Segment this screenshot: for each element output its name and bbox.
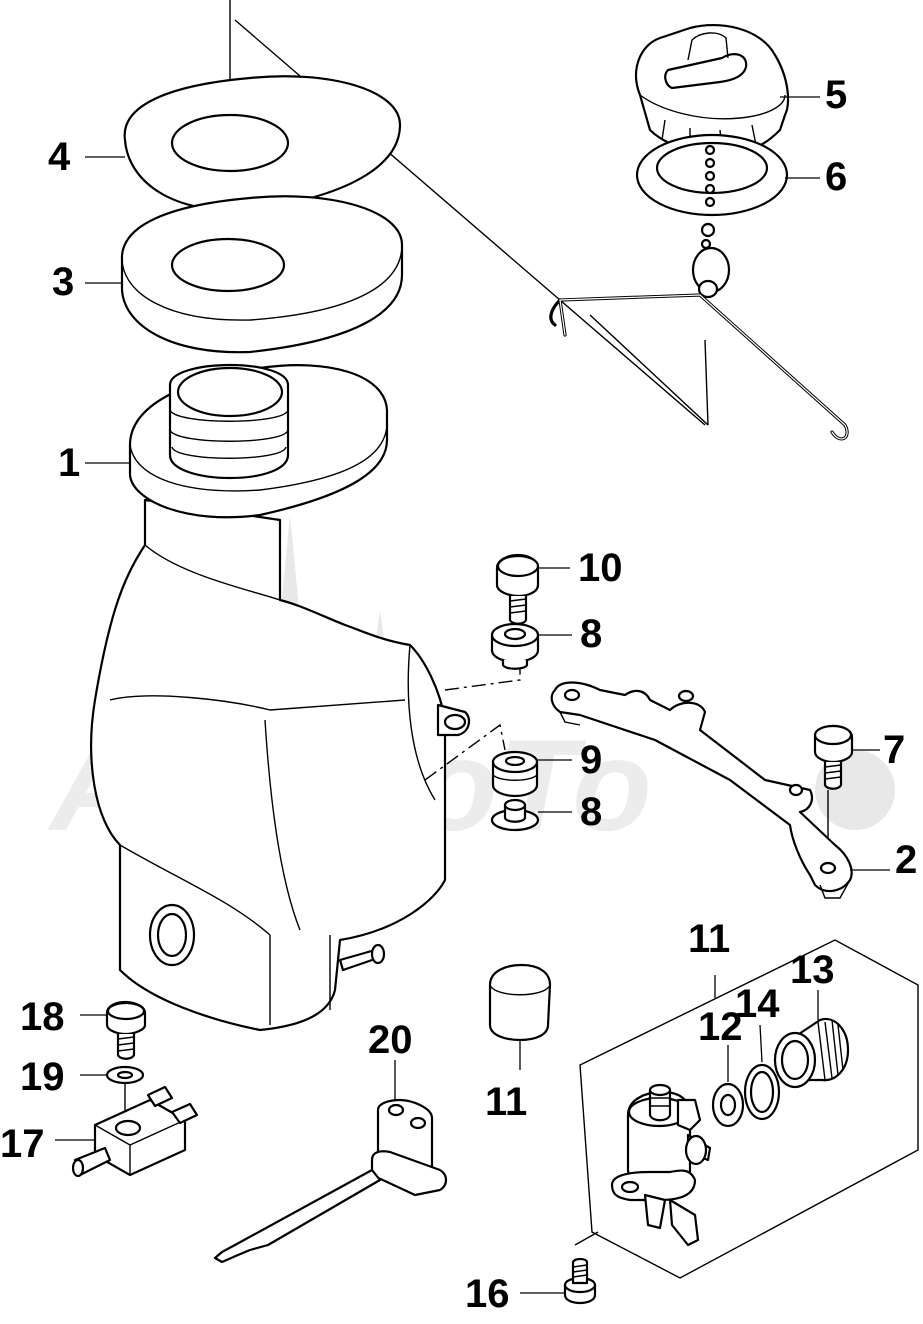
callout-7: 7 [883,728,905,772]
mount-line-lower [424,723,506,781]
part-4-gasket [123,75,402,212]
mount-line-upper [444,650,521,691]
callout-labels: 4 3 1 5 6 10 8 9 8 7 2 11 13 14 12 11 20… [0,73,917,1316]
part-16-screw [563,1257,597,1305]
part-3-seal [120,195,404,354]
callout-13: 12 [698,1005,743,1049]
callout-2: 2 [895,838,917,882]
callout-1: 1 [58,441,80,485]
callout-15: 14 [735,982,780,1026]
part-17-fuel-sensor [71,1085,199,1178]
part-7-bolt [813,724,854,790]
part-11-plug [488,963,552,1042]
callout-20: 20 [368,1018,413,1062]
part-14-filter-cup [773,1017,850,1089]
callout-8-lower: 8 [580,790,602,834]
callout-6: 6 [825,155,847,199]
callout-9: 9 [580,738,602,782]
cap-wire-retainer [549,293,849,441]
callout-17: 17 [0,1122,45,1166]
callout-5: 5 [825,73,847,117]
part-12-fuel-cock-assembly [574,939,919,1279]
callout-19: 19 [20,1055,65,1099]
leader-lines [55,96,890,1294]
part-15-o-ring [743,1063,781,1121]
part-9-grommet [491,750,539,798]
part-10-bolt [495,553,540,625]
callout-16: 16 [465,1272,510,1316]
callout-18: 18 [20,995,65,1039]
part-20-level-gauge [213,1098,448,1264]
part-13-washer [711,1082,745,1128]
part-2-bracket [550,681,853,899]
callout-11: 11 [485,1080,527,1124]
callout-3: 3 [52,260,74,304]
part-18-bolt [105,1000,147,1060]
leader-16-guide [574,1231,599,1246]
part-8-collar-lower [490,798,540,832]
part-5-fuel-cap [635,23,790,154]
part-1-fuel-tank [90,363,471,1032]
callout-8-upper: 8 [580,612,602,656]
part-8-collar-upper [490,622,540,670]
callout-12: 11 [688,917,730,961]
part-6-cap-gasket [635,133,789,299]
callout-10: 10 [578,546,623,590]
callout-4: 4 [48,135,71,179]
callout-14: 13 [790,948,835,992]
